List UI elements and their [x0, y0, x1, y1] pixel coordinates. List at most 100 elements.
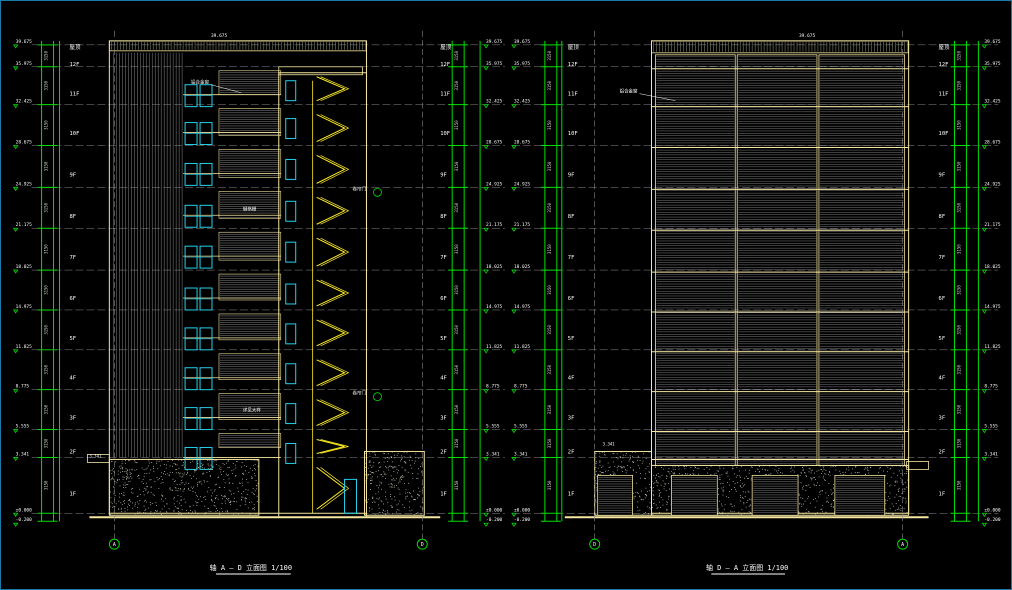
level-mark: 24.925: [16, 181, 32, 187]
level-mark: 24.925: [486, 181, 502, 187]
louver-panel: [218, 191, 282, 219]
top-dim: 39.675: [799, 33, 815, 39]
level-mark: 11.825: [984, 344, 1000, 350]
level-mark: -0.200: [486, 517, 502, 523]
floor-label: 5F: [440, 336, 447, 342]
floor-label: 4F: [69, 376, 76, 382]
level-mark: ±0.000: [486, 507, 502, 513]
floor-label: 屋顶: [69, 44, 80, 51]
level-mark: 8.775: [514, 384, 528, 390]
dim-text: 3150: [547, 50, 552, 60]
level-triangle: [12, 186, 19, 192]
level-mark: 28.675: [514, 140, 530, 146]
level-mark: 8.775: [16, 384, 30, 390]
stair-flight: [316, 467, 346, 510]
level-triangle: [981, 429, 988, 434]
stair-flight: [316, 439, 345, 454]
level-triangle: [981, 104, 988, 109]
detail-bubble: [373, 392, 382, 402]
level-mark: 5.555: [16, 424, 30, 430]
level-mark: 39.675: [16, 39, 32, 45]
level-triangle: [12, 522, 19, 527]
dim-text: 3150: [547, 161, 552, 171]
floor-label: 6F: [939, 296, 946, 302]
floor-label: 3F: [440, 416, 447, 422]
level-triangle: [12, 309, 19, 314]
level-triangle: [483, 512, 489, 517]
louver-panel: [218, 231, 282, 261]
level-triangle: [483, 227, 489, 232]
dim-text: 3150: [44, 202, 49, 212]
floor-label: 4F: [939, 376, 946, 382]
dim-text: 3150: [547, 244, 552, 254]
floor-label: 1F: [939, 491, 946, 497]
level-mark: 11.825: [16, 344, 32, 350]
dim-text: 3150: [454, 244, 459, 254]
level-mark: 3.341: [514, 451, 528, 457]
floor-label: 10F: [440, 131, 450, 137]
level-triangle: [511, 227, 517, 232]
stair-flight: [316, 279, 346, 307]
floor-label: 8F: [69, 214, 76, 220]
louver-panel: [218, 353, 282, 381]
level-mark: 3.341: [16, 451, 30, 457]
floor-label: 7F: [69, 255, 76, 261]
shutter-door: [671, 474, 718, 516]
dim-text: 3150: [547, 480, 552, 490]
level-triangle: [12, 227, 19, 232]
dim-text: 3150: [454, 324, 459, 334]
level-mark: 35.975: [514, 61, 530, 67]
leader: [210, 84, 241, 93]
parapet: [108, 40, 367, 52]
title-right: 轴 D — A 立面图 1/100: [706, 563, 788, 572]
parapet: [651, 40, 910, 54]
dim-text: 3150: [956, 364, 961, 374]
floor-label: 8F: [568, 214, 575, 220]
floor-label: 1F: [69, 491, 76, 497]
dim-text: 3150: [44, 324, 49, 334]
level-mark: 21.175: [514, 222, 530, 228]
level-triangle: [511, 44, 517, 49]
level-mark: 3.341: [486, 451, 500, 457]
level-mark: 24.925: [514, 181, 530, 187]
stair-flight: [316, 399, 346, 427]
level-triangle: [12, 512, 19, 517]
level-mark: 14.975: [514, 304, 530, 310]
floor-label: 屋顶: [568, 44, 579, 51]
level-mark: 39.675: [486, 39, 502, 45]
shutter-door: [751, 474, 799, 516]
elevation-right: 3150315031503150315031503150315031503150…: [511, 30, 1001, 550]
level-triangle: [981, 389, 988, 394]
level-mark: 11.825: [486, 344, 502, 350]
floor-label: 10F: [939, 131, 949, 137]
level-mark: ±0.000: [514, 507, 530, 513]
stair-flight: [316, 114, 346, 142]
level-mark: ±0.000: [16, 507, 32, 513]
stair-window: [285, 323, 297, 345]
level-triangle: [981, 145, 988, 150]
level-triangle: [511, 389, 517, 394]
dim-text: 3150: [454, 161, 459, 171]
stair-window: [285, 363, 297, 385]
level-mark: 35.975: [486, 61, 502, 67]
note: 卷帘门: [353, 185, 367, 192]
level-triangle: [12, 145, 19, 150]
floor-label: 5F: [568, 336, 575, 342]
level-triangle: [483, 145, 489, 150]
level-mark: 3.341: [984, 451, 998, 457]
dim-text: 3150: [44, 120, 49, 130]
level-triangle: [511, 512, 517, 517]
dim-text: 3150: [454, 202, 459, 212]
stair-window: [285, 80, 297, 102]
note: 卷帘门: [353, 390, 367, 397]
level-triangle: [981, 349, 988, 354]
dim-text: 3150: [454, 80, 459, 90]
level-mark: 5.555: [984, 424, 998, 430]
floor-label: 11F: [568, 92, 578, 98]
dim-text: 3150: [956, 244, 961, 254]
dim-text: 3150: [547, 438, 552, 448]
dim-text: 3150: [454, 120, 459, 130]
stair-window: [285, 442, 297, 464]
level-mark: 21.175: [486, 222, 502, 228]
level-triangle: [511, 349, 517, 354]
